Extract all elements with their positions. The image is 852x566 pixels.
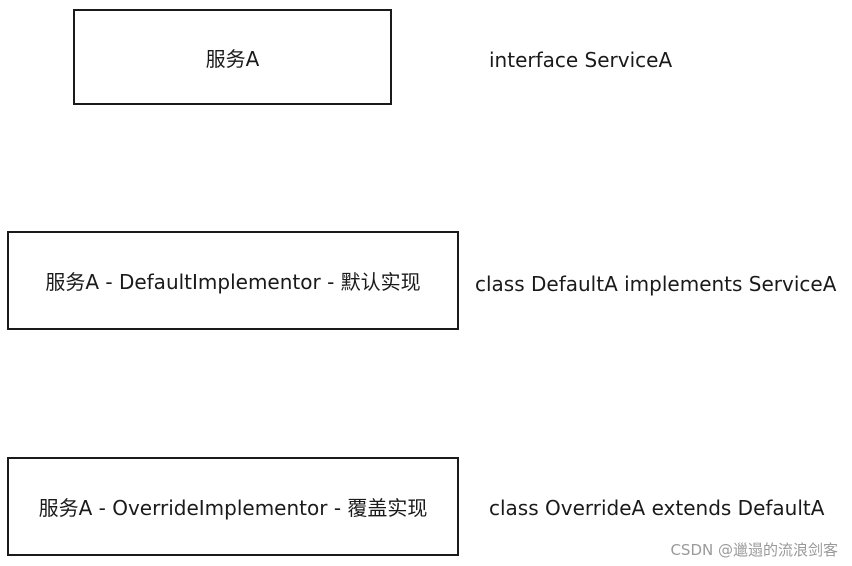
watermark: CSDN @邋遢的流浪剑客 xyxy=(670,541,838,559)
override-class-label: class OverrideA extends DefaultA xyxy=(489,496,825,520)
service-box-label: 服务A xyxy=(205,46,260,71)
override-implementor-box-label: 服务A - OverrideImplementor - 覆盖实现 xyxy=(38,496,428,520)
service-interface-label: interface ServiceA xyxy=(489,48,673,72)
default-implementor-box-label: 服务A - DefaultImplementor - 默认实现 xyxy=(45,270,421,294)
default-class-label: class DefaultA implements ServiceA xyxy=(475,272,837,296)
override-implementor-box: 服务A - OverrideImplementor - 覆盖实现 xyxy=(7,457,459,556)
default-implementor-box: 服务A - DefaultImplementor - 默认实现 xyxy=(7,231,459,330)
service-box: 服务A xyxy=(73,9,392,105)
